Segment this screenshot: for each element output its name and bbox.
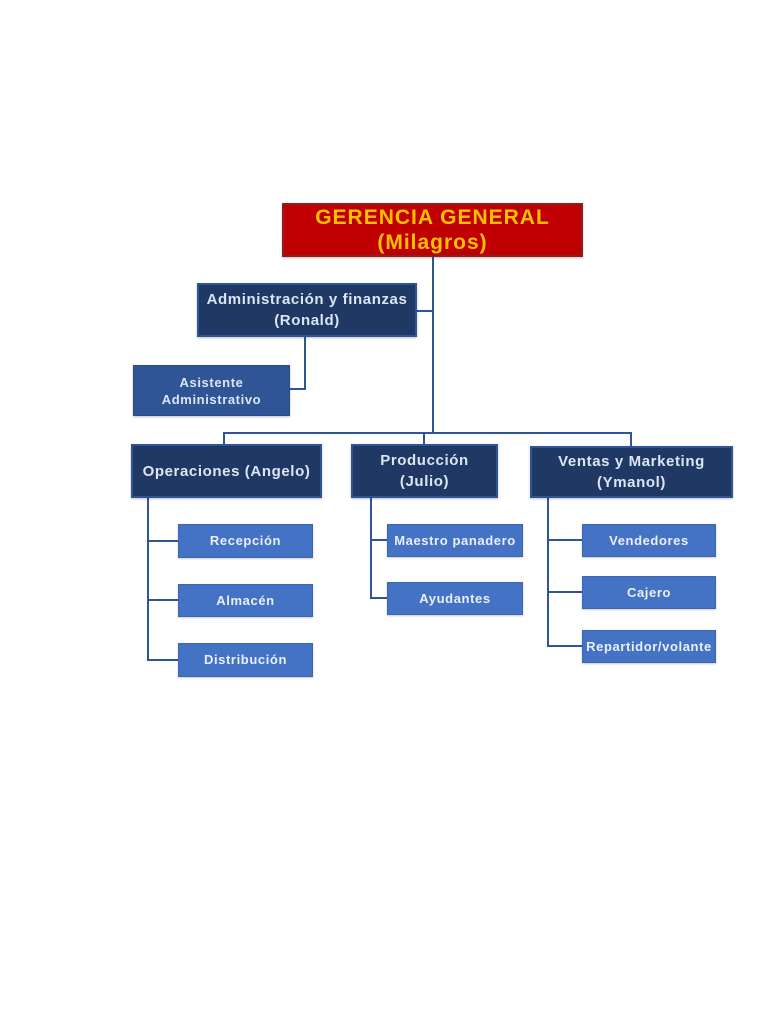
node-label-line1: Administración y finanzas [206,291,408,308]
connector-produccion-column [370,498,372,599]
connector-ventas-column [547,498,549,647]
connector-produccion-stub [423,432,425,444]
node-label: Maestro panadero [394,532,516,548]
connector-ayudantes-stub [370,597,387,599]
node-label-line2: (Julio) [399,473,450,490]
node-label-line1: Asistente [179,374,244,390]
connector-vendedores-stub [547,539,582,541]
connector-maestro-stub [370,539,387,541]
connector-recepcion-stub [147,540,178,542]
node-label: Vendedores [609,532,689,548]
connector-operaciones-column [147,498,149,661]
node-label: Cajero [626,584,672,600]
node-maestro-panadero: Maestro panadero [387,524,523,557]
node-distribucion: Distribución [178,643,313,677]
connector-admin-stub [417,310,434,312]
node-vendedores: Vendedores [582,524,716,557]
connector-asistente-stub [290,388,306,390]
connector-root-down [432,257,434,433]
node-gerencia-general: GERENCIA GENERAL (Milagros) [282,203,583,257]
connector-distribucion-stub [147,659,178,661]
node-produccion: Producción (Julio) [351,444,498,498]
connector-ventas-stub [630,432,632,446]
connector-repartidor-stub [547,645,582,647]
node-label-line2: Administrativo [161,391,262,407]
node-ventas-marketing: Ventas y Marketing (Ymanol) [530,446,733,498]
node-label-line2: (Ymanol) [597,474,666,491]
node-label: Ayudantes [419,590,491,606]
node-label-line1: Producción [380,452,469,469]
node-label: Repartidor/volante [586,638,712,654]
node-label-line1: GERENCIA GENERAL [315,206,550,229]
connector-main-horizontal [223,432,632,434]
node-label-line2: (Milagros) [377,231,488,254]
connector-cajero-stub [547,591,582,593]
node-recepcion: Recepción [178,524,313,558]
node-almacen: Almacén [178,584,313,617]
node-operaciones: Operaciones (Angelo) [131,444,322,498]
node-asistente-administrativo: Asistente Administrativo [133,365,290,416]
connector-admin-down [304,337,306,390]
node-label: Distribución [203,652,288,667]
node-administracion-finanzas: Administración y finanzas (Ronald) [197,283,417,337]
connector-operaciones-stub [223,432,225,444]
connector-almacen-stub [147,599,178,601]
node-label-line1: Ventas y Marketing [558,453,705,470]
node-label: Recepción [209,533,282,548]
node-cajero: Cajero [582,576,716,609]
node-repartidor-volante: Repartidor/volante [582,630,716,663]
node-ayudantes: Ayudantes [387,582,523,615]
node-label: Operaciones (Angelo) [142,462,311,480]
node-label: Almacén [216,592,275,608]
node-label-line2: (Ronald) [274,312,340,329]
